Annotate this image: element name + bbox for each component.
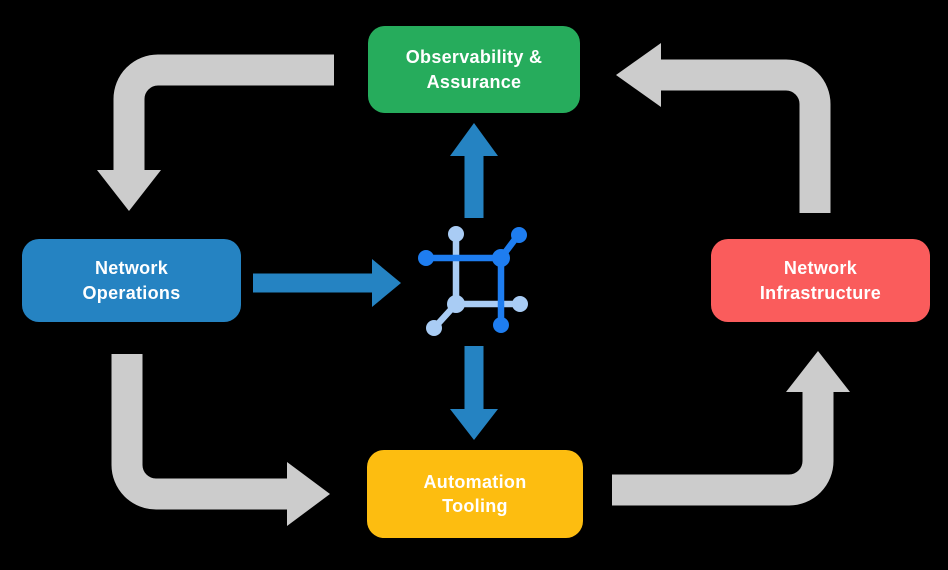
flow-arrow-center-to-observability xyxy=(450,123,498,218)
node-network-infrastructure: Network Infrastructure xyxy=(711,239,930,322)
node-observability-assurance: Observability & Assurance xyxy=(368,26,580,113)
icon-light-half xyxy=(426,226,528,336)
node-label: Observability & Assurance xyxy=(405,47,543,92)
arrow-elbow xyxy=(659,59,831,213)
node-label: Automation Tooling xyxy=(423,471,527,516)
cycle-arrow-operations-to-automation xyxy=(111,354,330,526)
node-automation-tooling: Automation Tooling xyxy=(367,450,583,538)
node-label: Network Infrastructure xyxy=(759,258,882,303)
arrow-elbow xyxy=(113,54,334,172)
node-label: Network Operations xyxy=(82,258,181,303)
arrowhead-left xyxy=(616,43,661,107)
network-fabric-icon xyxy=(418,226,528,336)
arrow-elbow xyxy=(612,390,834,506)
cycle-arrow-infrastructure-to-observability xyxy=(616,43,831,213)
arrowhead-right xyxy=(372,259,401,307)
icon-dark-half xyxy=(418,227,527,333)
arrowhead-up xyxy=(450,123,498,156)
arrowhead-down xyxy=(450,409,498,440)
arrowhead-down xyxy=(97,170,161,211)
arrowhead-up xyxy=(786,351,850,392)
cycle-arrow-observability-to-operations xyxy=(97,54,334,211)
arrowhead-right xyxy=(287,462,330,526)
arrow-elbow xyxy=(111,354,289,510)
flow-arrow-center-to-automation xyxy=(450,346,498,440)
cycle-arrow-automation-to-infrastructure xyxy=(612,351,850,506)
node-network-operations: Network Operations xyxy=(22,239,241,322)
flow-arrow-operations-to-center xyxy=(253,259,401,307)
